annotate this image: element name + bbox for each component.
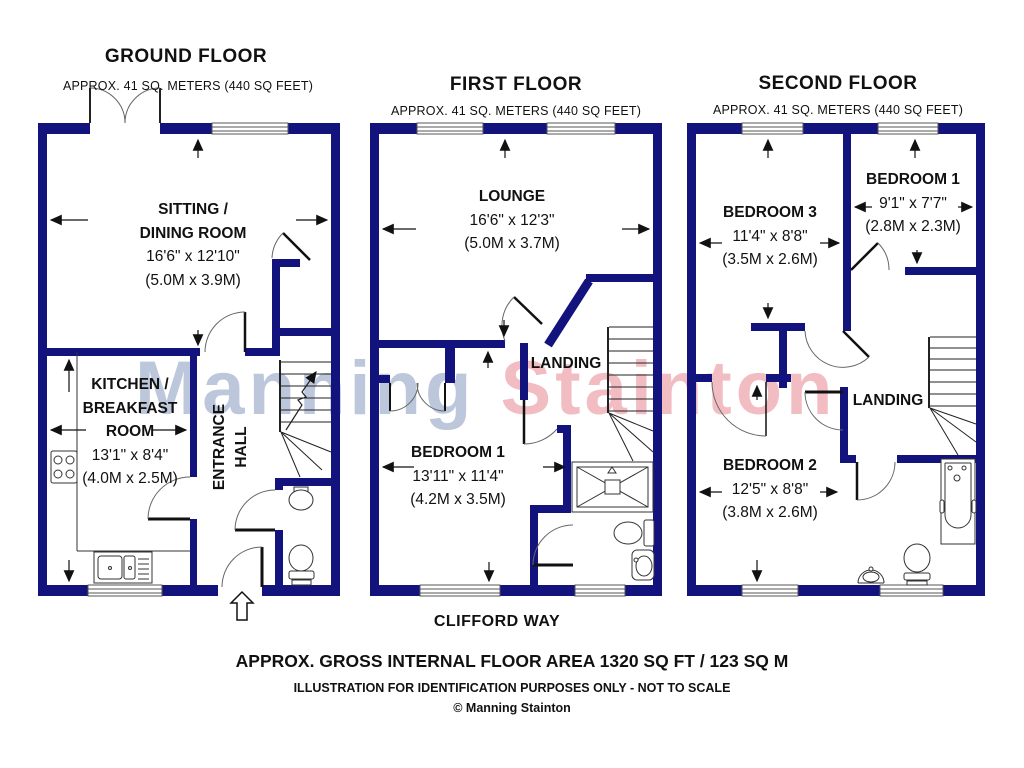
second-floor-plan (687, 122, 985, 597)
gf-wc-fittings (288, 486, 315, 586)
hob-icon (50, 450, 78, 484)
room-size-metric: (5.0M x 3.7M) (464, 235, 560, 252)
room-name: SITTING / (158, 201, 228, 218)
room-name: BREAKFAST (82, 399, 178, 417)
room-size-imperial: 16'6" x 12'3" (469, 211, 555, 229)
room-size-metric: (2.8M x 2.3M) (865, 218, 961, 235)
room-label-kitchen: KITCHEN / BREAKFAST ROOM 13'1" x 8'4" (4… (82, 373, 178, 491)
second-floor-title: SECOND FLOOR (758, 73, 918, 94)
room-label-sf-landing: LANDING (852, 392, 924, 409)
sf-walls (687, 123, 985, 596)
basin-icon (857, 566, 885, 584)
disclaimer-text: ILLUSTRATION FOR IDENTIFICATION PURPOSES… (293, 681, 731, 695)
shower-icon (571, 461, 654, 513)
room-label-ff-landing: LANDING (530, 355, 602, 372)
basin-icon (631, 549, 655, 581)
gf-french-doors (89, 87, 161, 124)
gf-dim-arrows (49, 138, 329, 583)
kitchen-sink-icon (93, 551, 153, 584)
room-label-sf-bedroom1: BEDROOM 1 9'1" x 7'7" (2.8M x 2.3M) (865, 168, 961, 239)
basin-icon (288, 486, 314, 511)
room-size-metric: (4.2M x 3.5M) (410, 491, 506, 508)
ff-doors (389, 296, 574, 567)
room-name: ROOM (105, 423, 155, 440)
ground-floor-plan (38, 87, 340, 621)
room-label-sf-bedroom3: BEDROOM 3 11'4" x 8'8" (3.5M x 2.6M) (722, 201, 818, 272)
room-label-lounge: LOUNGE 16'6" x 12'3" (5.0M x 3.7M) (464, 185, 560, 256)
room-size-imperial: 9'1" x 7'7" (879, 194, 947, 212)
ground-floor-title: GROUND FLOOR (104, 46, 268, 67)
room-size-metric: (3.8M x 2.6M) (722, 504, 818, 521)
gross-area-text: APPROX. GROSS INTERNAL FLOOR AREA 1320 S… (235, 651, 789, 671)
watermark-stainton: Stainton (500, 346, 837, 431)
toilet-icon (288, 544, 315, 586)
room-size-imperial: 12'5" x 8'8" (731, 480, 809, 498)
room-name: BEDROOM 1 (866, 171, 960, 188)
room-name: KITCHEN / (91, 376, 169, 393)
first-floor-title: FIRST FLOOR (449, 74, 583, 95)
sf-doors (711, 242, 896, 501)
first-floor-plan (370, 122, 662, 597)
room-label-ff-bedroom1: BEDROOM 1 13'11" x 11'4" (4.2M x 3.5M) (410, 441, 506, 512)
gf-kitchen-fittings (50, 352, 190, 584)
first-floor-subtitle: APPROX. 41 SQ. METERS (440 SQ FEET) (390, 104, 642, 118)
ff-chamfer-wall (544, 278, 593, 348)
room-size-imperial: 13'1" x 8'4" (91, 446, 169, 464)
room-label-sitting-dining: SITTING / DINING ROOM 16'6" x 12'10" (5.… (140, 198, 247, 292)
street-name: CLIFFORD WAY (433, 613, 561, 630)
room-name: BEDROOM 3 (723, 204, 817, 221)
sf-windows (741, 122, 944, 597)
gf-stairs-up-arrow (285, 371, 317, 431)
sf-stairs (928, 336, 977, 456)
toilet-icon (613, 519, 655, 547)
room-size-metric: (4.0M x 2.5M) (82, 470, 178, 487)
room-label-entrance-hall: ENTRANCE HALL (211, 403, 250, 491)
ff-stairs (607, 326, 654, 462)
second-floor-subtitle: APPROX. 41 SQ. METERS (440 SQ FEET) (712, 103, 964, 117)
gf-doors (147, 232, 311, 588)
room-size-metric: (5.0M x 3.9M) (145, 271, 241, 289)
bath-icon (939, 458, 977, 545)
room-size-imperial: 16'6" x 12'10" (146, 248, 240, 265)
ff-bathroom-fittings (571, 461, 655, 581)
room-name: DINING ROOM (139, 224, 247, 242)
room-name: BEDROOM 1 (411, 444, 505, 461)
ground-floor-subtitle: APPROX. 41 SQ. METERS (440 SQ FEET) (62, 79, 314, 93)
room-size-metric: (3.5M x 2.6M) (722, 251, 818, 268)
ff-windows (416, 122, 626, 597)
gf-windows (87, 122, 289, 597)
sf-dim-arrows (698, 138, 974, 583)
room-name: BEDROOM 2 (723, 457, 817, 474)
ff-walls (370, 123, 662, 596)
gf-walls (38, 123, 340, 596)
copyright-text: © Manning Stainton (453, 701, 571, 715)
toilet-icon (903, 543, 931, 586)
entrance-arrow-icon (229, 590, 255, 621)
sf-bathroom-fittings (857, 458, 977, 586)
room-size-imperial: 13'11" x 11'4" (412, 467, 504, 485)
room-name: LOUNGE (478, 188, 546, 205)
gf-stairs (279, 360, 332, 478)
room-label-sf-bedroom2: BEDROOM 2 12'5" x 8'8" (3.8M x 2.6M) (722, 454, 818, 525)
ff-dim-arrows (381, 138, 651, 583)
room-size-imperial: 11'4" x 8'8" (732, 227, 808, 245)
